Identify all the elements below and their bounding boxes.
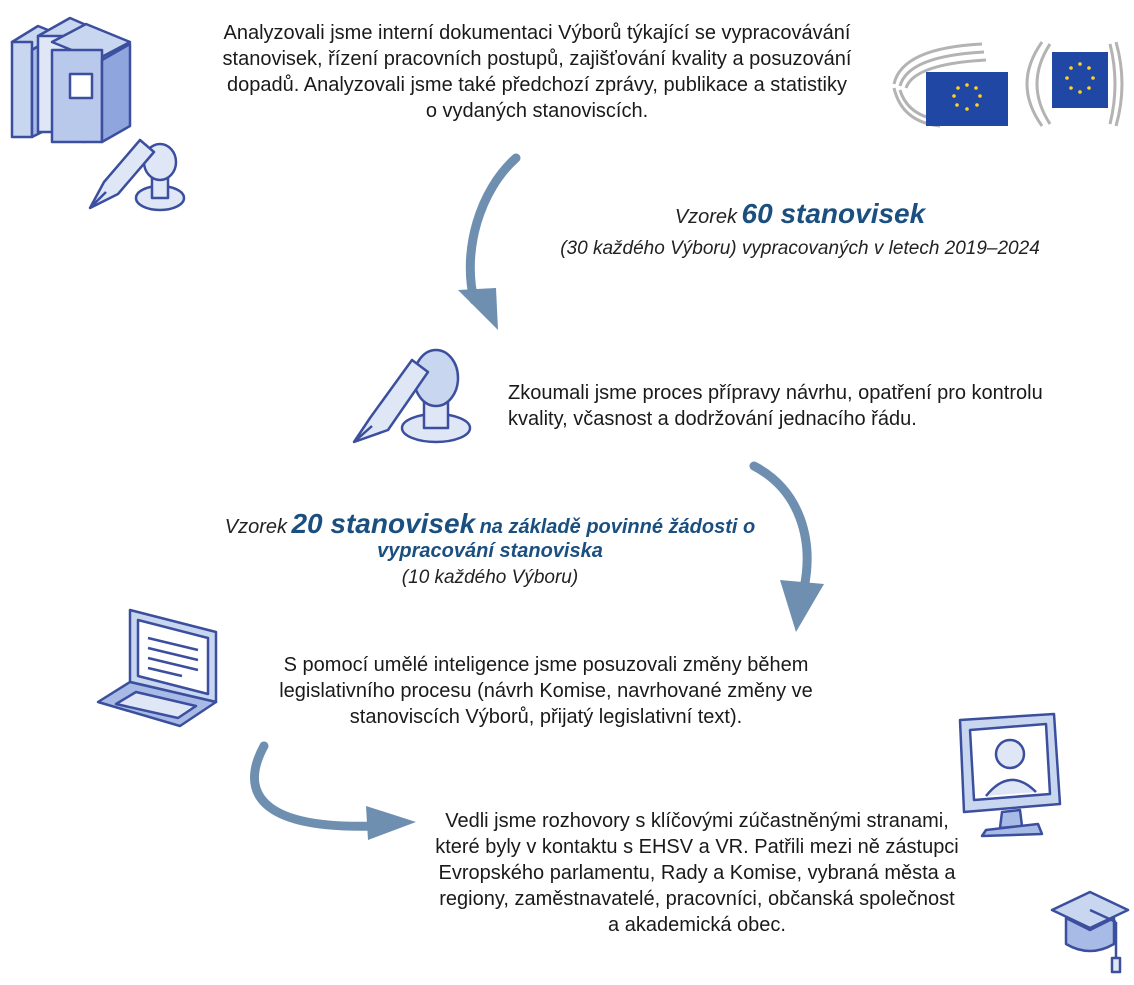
step2-text: Zkoumali jsme proces přípravy návrhu, op…: [508, 382, 1043, 430]
sample-2-lead: Vzorek: [224, 516, 288, 538]
flow-arrow-2: [749, 461, 824, 632]
step4-text: Vedli jsme rozhovory s klíčovými zúčastn…: [435, 810, 959, 936]
monitor-person-icon: [958, 712, 1062, 838]
step1-text: Analyzovali jsme interní dokumentaci Výb…: [222, 22, 852, 122]
flow-arrow-1: [458, 153, 521, 330]
sample-1-lead: Vzorek: [674, 206, 738, 228]
sample-2-callout: Vzorek 20 stanovisek na základě povinné …: [220, 508, 760, 589]
fountain-pen-stamp-icon: [352, 348, 472, 444]
step3-text: S pomocí umělé inteligence jsme posuzova…: [279, 654, 813, 728]
sample-2-count: 20 stanovisek: [291, 508, 476, 539]
sample-1-count: 60 stanovisek: [741, 198, 926, 229]
books-pen-icon: [10, 16, 186, 212]
laptop-icon: [96, 608, 218, 728]
sample-2-criteria: na základě povinné žádosti o vypracování…: [377, 516, 756, 562]
eu-institution-logo: [892, 41, 1124, 128]
flow-arrow-3: [250, 741, 416, 840]
sample-1-detail: (30 každého Výboru) vypracovaných v lete…: [560, 238, 1040, 259]
graduation-cap-icon: [1050, 890, 1130, 974]
sample-1-callout: Vzorek 60 stanovisek (30 každého Výboru)…: [505, 198, 1095, 260]
sample-2-detail: (10 každého Výboru): [401, 567, 579, 588]
